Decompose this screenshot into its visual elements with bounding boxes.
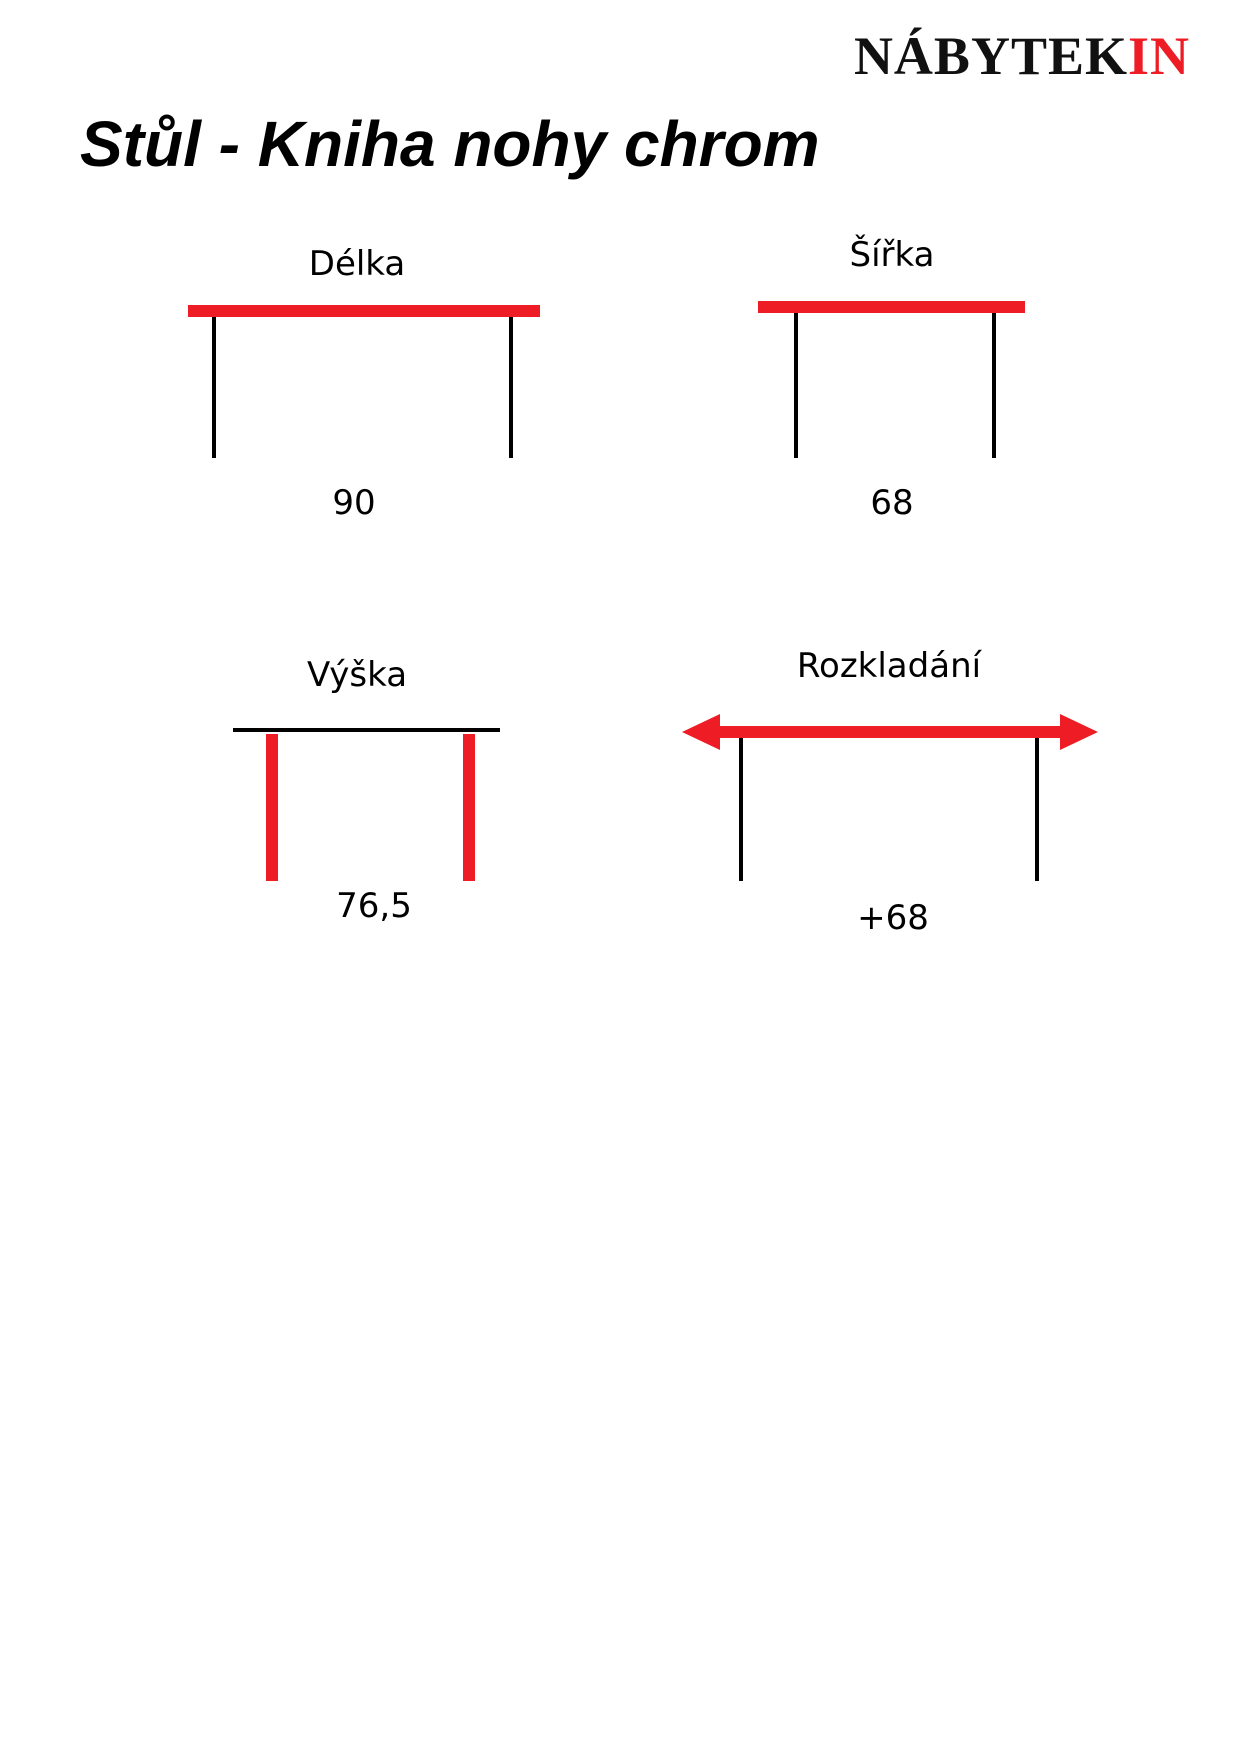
length-diagram bbox=[188, 305, 540, 458]
page-title: Stůl - Kniha nohy chrom bbox=[80, 108, 820, 180]
logo-text-main: NÁBYTEK bbox=[853, 26, 1128, 86]
extension-arrow-head-left bbox=[682, 714, 720, 750]
height-value: 76,5 bbox=[336, 886, 412, 926]
extension-value: +68 bbox=[857, 898, 929, 938]
width-value: 68 bbox=[870, 483, 914, 523]
brand-logo: NÁBYTEKIN bbox=[854, 26, 1190, 86]
dimension-diagrams bbox=[188, 301, 1098, 881]
height-diagram bbox=[233, 728, 500, 881]
length-value: 90 bbox=[332, 483, 376, 523]
logo-text-accent: IN bbox=[1127, 26, 1190, 86]
height-label: Výška bbox=[306, 655, 408, 695]
extension-label: Rozkladání bbox=[796, 646, 982, 686]
width-label: Šířka bbox=[849, 235, 935, 275]
extension-arrow-head-right bbox=[1060, 714, 1098, 750]
width-diagram bbox=[758, 301, 1025, 458]
extension-diagram bbox=[682, 714, 1098, 881]
length-label: Délka bbox=[308, 244, 406, 284]
